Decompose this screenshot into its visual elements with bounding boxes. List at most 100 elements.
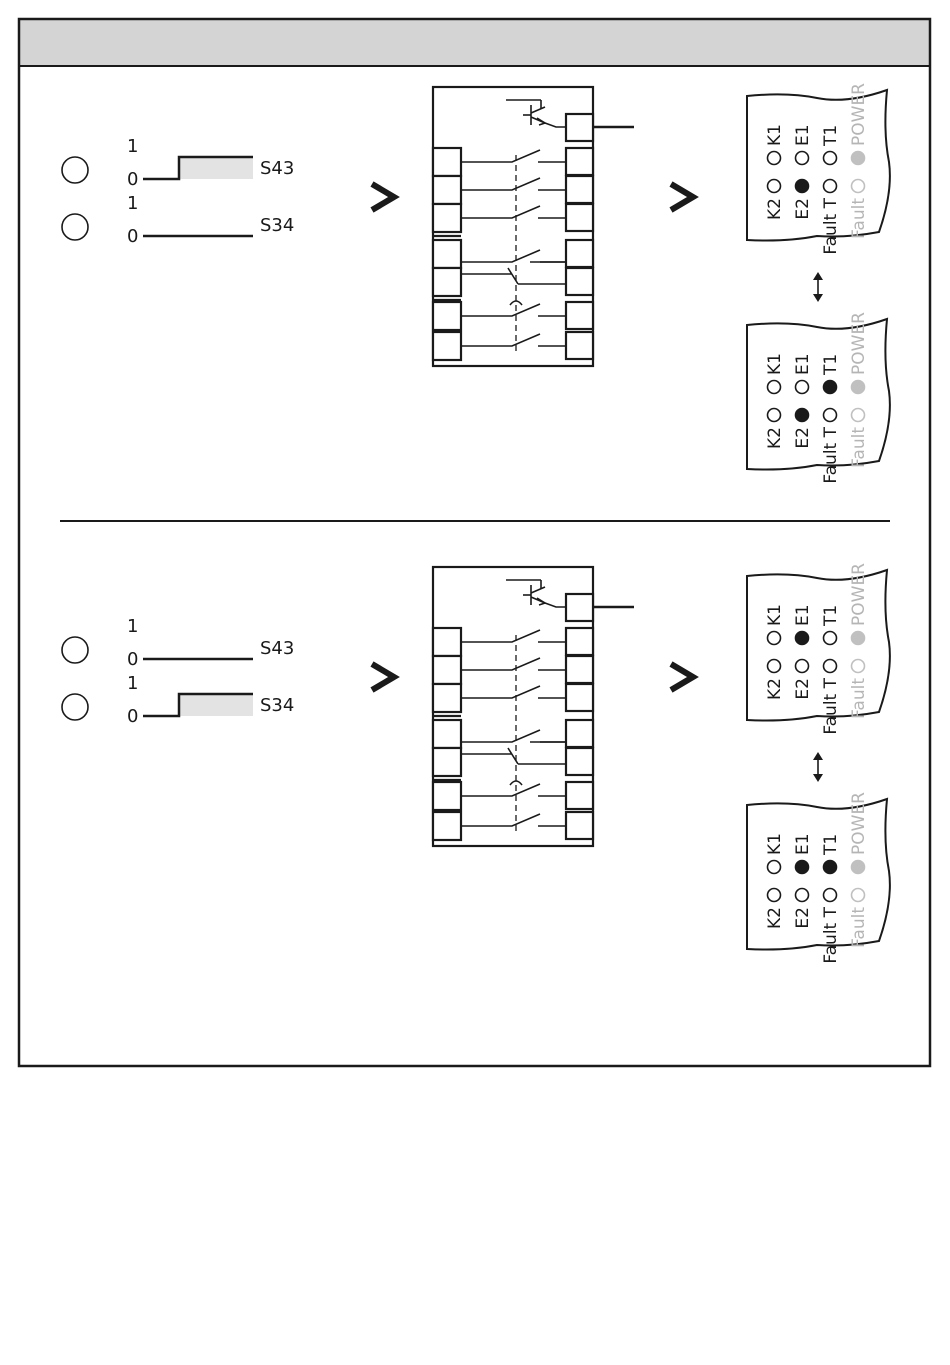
left-terminal [433, 628, 461, 656]
signal-low-label: 0 [127, 226, 138, 247]
signal-high-label: 1 [127, 616, 138, 637]
right-terminal [566, 628, 593, 655]
led-k1-indicator [768, 152, 781, 165]
right-terminal [566, 656, 593, 683]
circle-button-icon[interactable] [62, 214, 88, 240]
led-label: Fault T [821, 197, 841, 254]
row-2: 10S4310S34K1K2E1E2T1Fault TPOWERFaultK1K… [62, 563, 890, 964]
led-label: POWER [849, 792, 869, 855]
signal-name: S43 [260, 638, 294, 659]
led-fault-indicator [852, 889, 865, 902]
row-1: 10S4310S34K1K2E1E2T1Fault TPOWERFaultK1K… [62, 83, 890, 484]
chevron-right-icon [372, 184, 394, 210]
relay-circuit [433, 567, 634, 846]
left-terminal [433, 812, 461, 840]
signal-high-label: 1 [127, 673, 138, 694]
left-terminal [433, 782, 461, 810]
led-label: T1 [821, 834, 841, 856]
output-terminal [566, 114, 593, 141]
led-label: K2 [765, 907, 785, 929]
led-k1-indicator [768, 381, 781, 394]
led-e2-indicator [796, 409, 809, 422]
right-terminal [566, 748, 593, 775]
signal-low-label: 0 [127, 649, 138, 670]
led-label: Fault [849, 198, 869, 239]
led-e1-indicator [796, 861, 809, 874]
circle-button-icon[interactable] [62, 637, 88, 663]
signal-s43: 1 0 S43 [62, 616, 294, 670]
left-terminal [433, 148, 461, 176]
left-terminal [433, 176, 461, 204]
double-arrow-icon [813, 272, 823, 302]
chevron-right-icon [671, 184, 693, 210]
led-e2-indicator [796, 660, 809, 673]
led-fault-t-indicator [824, 660, 837, 673]
led-fault-indicator [852, 660, 865, 673]
signal-name: S34 [260, 695, 294, 716]
circle-button-icon[interactable] [62, 694, 88, 720]
led-label: T1 [821, 125, 841, 147]
led-e1-indicator [796, 632, 809, 645]
signal-high-fill [179, 694, 253, 716]
led-label: E1 [793, 353, 813, 375]
led-fault-t-indicator [824, 180, 837, 193]
led-label: E1 [793, 124, 813, 146]
right-terminal [566, 812, 593, 839]
led-fault-indicator [852, 180, 865, 193]
signal-high-label: 1 [127, 193, 138, 214]
led-power-indicator [852, 861, 865, 874]
signal-name: S43 [260, 158, 294, 179]
led-k2-indicator [768, 409, 781, 422]
led-label: K1 [765, 353, 785, 375]
led-label: Fault [849, 427, 869, 468]
output-terminal [566, 594, 593, 621]
left-terminal [433, 656, 461, 684]
right-terminal [566, 720, 593, 747]
led-label: E2 [793, 678, 813, 700]
led-e2-indicator [796, 180, 809, 193]
relay-circuit [433, 87, 634, 366]
right-terminal [566, 684, 593, 711]
led-panel-1: K1K2E1E2T1Fault TPOWERFault [747, 83, 890, 255]
led-label: Fault [849, 907, 869, 948]
chevron-right-icon [671, 664, 693, 690]
led-fault-t-indicator [824, 409, 837, 422]
led-t1-indicator [824, 152, 837, 165]
led-label: E1 [793, 833, 813, 855]
led-k1-indicator [768, 632, 781, 645]
led-power-indicator [852, 632, 865, 645]
led-power-indicator [852, 381, 865, 394]
led-e1-indicator [796, 381, 809, 394]
right-terminal [566, 332, 593, 359]
led-power-indicator [852, 152, 865, 165]
led-panel-2: K1K2E1E2T1Fault TPOWERFault [747, 792, 890, 964]
led-label: E2 [793, 907, 813, 929]
right-terminal [566, 268, 593, 295]
left-terminal [433, 302, 461, 330]
led-label: Fault [849, 678, 869, 719]
left-terminal [433, 748, 461, 776]
led-label: K1 [765, 124, 785, 146]
led-label: K2 [765, 678, 785, 700]
led-fault-indicator [852, 409, 865, 422]
led-t1-indicator [824, 861, 837, 874]
signal-low-label: 0 [127, 169, 138, 190]
signal-low-label: 0 [127, 706, 138, 727]
signal-high-fill [179, 157, 253, 179]
right-terminal [566, 176, 593, 203]
led-label: POWER [849, 563, 869, 626]
right-terminal [566, 240, 593, 267]
led-label: T1 [821, 605, 841, 627]
left-terminal [433, 720, 461, 748]
led-label: Fault T [821, 677, 841, 734]
signal-high-label: 1 [127, 136, 138, 157]
right-terminal [566, 204, 593, 231]
led-label: K1 [765, 833, 785, 855]
led-label: E1 [793, 604, 813, 626]
led-label: K2 [765, 427, 785, 449]
led-k2-indicator [768, 180, 781, 193]
circle-button-icon[interactable] [62, 157, 88, 183]
